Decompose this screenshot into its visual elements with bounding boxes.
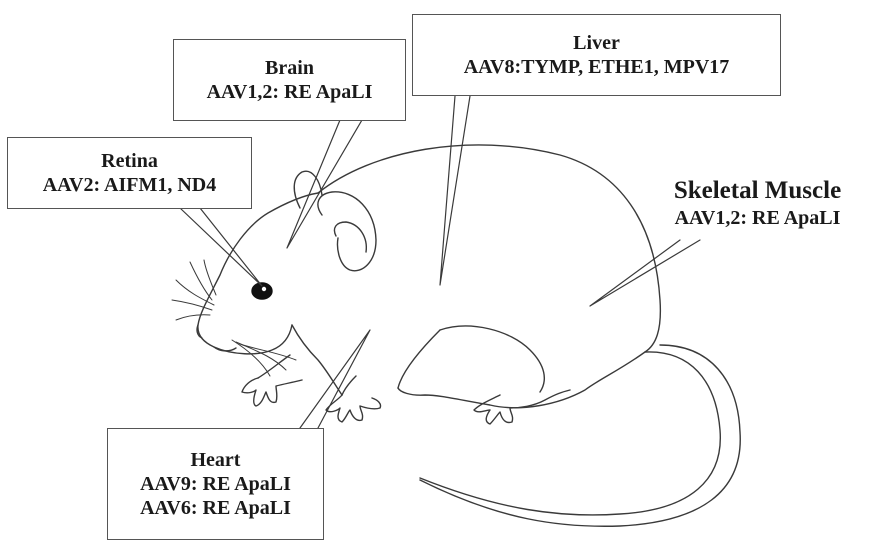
callout-brain-title: Brain [174, 56, 405, 80]
mouse-ear-front [318, 192, 376, 271]
callout-brain-line: AAV1,2: RE ApaLI [174, 80, 405, 104]
mouse-nose [197, 325, 202, 338]
pointer-muscle [590, 240, 700, 306]
mouse-body-outline [318, 145, 660, 408]
mouse-tail-lower [420, 345, 740, 526]
mouse-haunch [440, 326, 544, 392]
callout-heart-line-2: AAV6: RE ApaLI [108, 496, 323, 520]
callout-skeletal-muscle-line: AAV1,2: RE ApaLI [643, 206, 872, 230]
callout-heart: Heart AAV9: RE ApaLI AAV6: RE ApaLI [107, 428, 324, 540]
mouse-whiskers [172, 260, 296, 376]
pointer-brain [287, 120, 362, 248]
callout-brain: Brain AAV1,2: RE ApaLI [173, 39, 406, 121]
callout-skeletal-muscle-title: Skeletal Muscle [643, 176, 872, 206]
mouse-front-paw-left [242, 378, 302, 406]
mouse-front-paw-right [326, 395, 381, 422]
callout-heart-title: Heart [108, 448, 323, 472]
callout-retina-title: Retina [8, 149, 251, 173]
mouse-hind-foot [474, 390, 570, 424]
callout-retina-line: AAV2: AIFM1, ND4 [8, 173, 251, 197]
pointer-liver [440, 96, 470, 285]
mouse-tail [420, 352, 720, 515]
mouse-chest [292, 325, 342, 395]
pointer-heart [300, 330, 370, 428]
mouse-mouth [214, 347, 236, 351]
mouse-front-arm [258, 355, 290, 378]
callout-liver-line: AAV8:TYMP, ETHE1, MPV17 [413, 55, 780, 79]
callout-skeletal-muscle: Skeletal Muscle AAV1,2: RE ApaLI [643, 163, 872, 243]
callout-liver: Liver AAV8:TYMP, ETHE1, MPV17 [412, 14, 781, 96]
mouse-ear-inner [334, 222, 366, 252]
callout-retina: Retina AAV2: AIFM1, ND4 [7, 137, 252, 209]
callout-liver-title: Liver [413, 31, 780, 55]
mouse-belly [398, 330, 440, 388]
callout-heart-line-1: AAV9: RE ApaLI [108, 472, 323, 496]
